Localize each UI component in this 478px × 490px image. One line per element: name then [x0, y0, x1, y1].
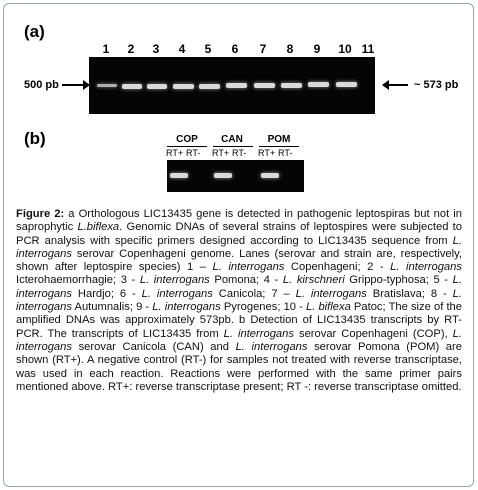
gel-band-rt	[261, 173, 279, 178]
lane-number: 11	[361, 42, 375, 56]
gel-band-rt	[214, 173, 232, 178]
group-underline	[167, 146, 207, 147]
caption-species: L. interrogans	[295, 287, 367, 300]
caption-text: Patoc; The size of the amplified DNAs wa…	[16, 301, 462, 340]
caption-species: L. interrogans	[16, 274, 462, 300]
arrow-right-icon	[62, 80, 90, 90]
caption-species: L. interrogans	[235, 340, 308, 353]
rt-minus-label: RT-	[232, 148, 247, 158]
lane-number: 8	[286, 42, 294, 56]
gel-band	[199, 84, 220, 89]
rt-minus-label: RT-	[278, 148, 293, 158]
caption-text: Pomona; 4 -	[209, 274, 283, 287]
caption-species: L. interrogans	[212, 261, 285, 274]
gel-band	[281, 83, 302, 88]
caption-text: . Genomic DNAs of several strains of lep…	[16, 221, 462, 247]
figure-caption: Figure 2: a Orthologous LIC13435 gene is…	[16, 208, 462, 394]
group-underline	[213, 146, 253, 147]
gel-image-b	[167, 160, 304, 192]
caption-species: L. interrogans	[16, 287, 462, 314]
rt-plus-label: RT+	[166, 148, 184, 158]
gel-image-a	[89, 57, 375, 114]
lane-numbers: 1 2 3 4 5 6 7 8 9 10 11	[88, 42, 388, 58]
caption-text: Canicola; 7 –	[212, 287, 296, 300]
lane-number: 3	[152, 42, 160, 56]
group-underline	[259, 146, 299, 147]
caption-species: L. interrogans	[139, 274, 210, 287]
caption-species: L. interrogans	[390, 261, 462, 274]
gel-band	[122, 84, 142, 89]
marker-573pb-label: ~ 573 pb	[414, 79, 459, 91]
group-label-can: CAN	[221, 134, 243, 145]
lane-number: 7	[259, 42, 267, 56]
lane-number: 2	[127, 42, 135, 56]
caption-text: serovar Copenhageni genome. Lanes (serov…	[16, 247, 462, 274]
caption-species: L.biflexa	[77, 221, 120, 234]
caption-text: Grippo-typhosa; 5 -	[344, 274, 453, 287]
marker-500pb-label: 500 pb	[24, 79, 59, 91]
gel-band-rt	[170, 173, 188, 178]
caption-species: L. interrogans	[141, 287, 213, 300]
gel-band	[308, 82, 329, 87]
panel-b-label: (b)	[24, 129, 46, 148]
lane-number: 4	[178, 42, 186, 56]
group-label-cop: COP	[176, 134, 198, 145]
gel-band	[336, 82, 357, 87]
lane-number: 1	[102, 42, 110, 56]
caption-text: Bratislava; 8 -	[366, 287, 453, 300]
group-label-pom: POM	[267, 134, 291, 145]
caption-species: L. interrogans	[16, 327, 462, 353]
caption-text: Hardjo; 6 -	[71, 287, 142, 300]
caption-text: serovar Pomona (POM) are shown (RT+). A …	[16, 340, 462, 393]
caption-species: L. interrogans	[223, 327, 294, 340]
caption-species: L. interrogans	[16, 234, 462, 260]
gel-band	[254, 83, 275, 88]
lane-number: 6	[231, 42, 239, 56]
caption-text: Icterohaemorrhagie; 3 -	[16, 274, 140, 287]
panel-a-label: (a)	[24, 22, 45, 41]
caption-species: L. biflexa	[306, 301, 351, 314]
caption-species: L. kirschneri	[282, 274, 345, 287]
caption-text: serovar Copenhageni (COP),	[293, 327, 453, 340]
gel-band	[173, 84, 194, 89]
gel-band-ladder	[97, 84, 117, 87]
caption-text: Autumnalis; 9 -	[71, 301, 153, 314]
lane-number: 9	[313, 42, 321, 56]
lane-number: 10	[338, 42, 352, 56]
caption-text: serovar Canicola (CAN) and	[71, 340, 236, 353]
caption-species: L. interrogans	[152, 301, 221, 314]
caption-text: Copenhageni; 2 -	[284, 261, 391, 274]
gel-band	[147, 84, 167, 89]
rt-plus-label: RT+	[212, 148, 230, 158]
caption-text: a Orthologous LIC13435 gene is detected …	[16, 208, 462, 234]
caption-text: Pyrogenes; 10 -	[220, 301, 306, 314]
lane-number: 5	[204, 42, 212, 56]
gel-band	[226, 83, 247, 88]
arrow-left-icon	[382, 80, 408, 90]
rt-plus-label: RT+	[258, 148, 276, 158]
caption-figure-number: Figure 2:	[16, 208, 65, 220]
rt-minus-label: RT-	[186, 148, 201, 158]
